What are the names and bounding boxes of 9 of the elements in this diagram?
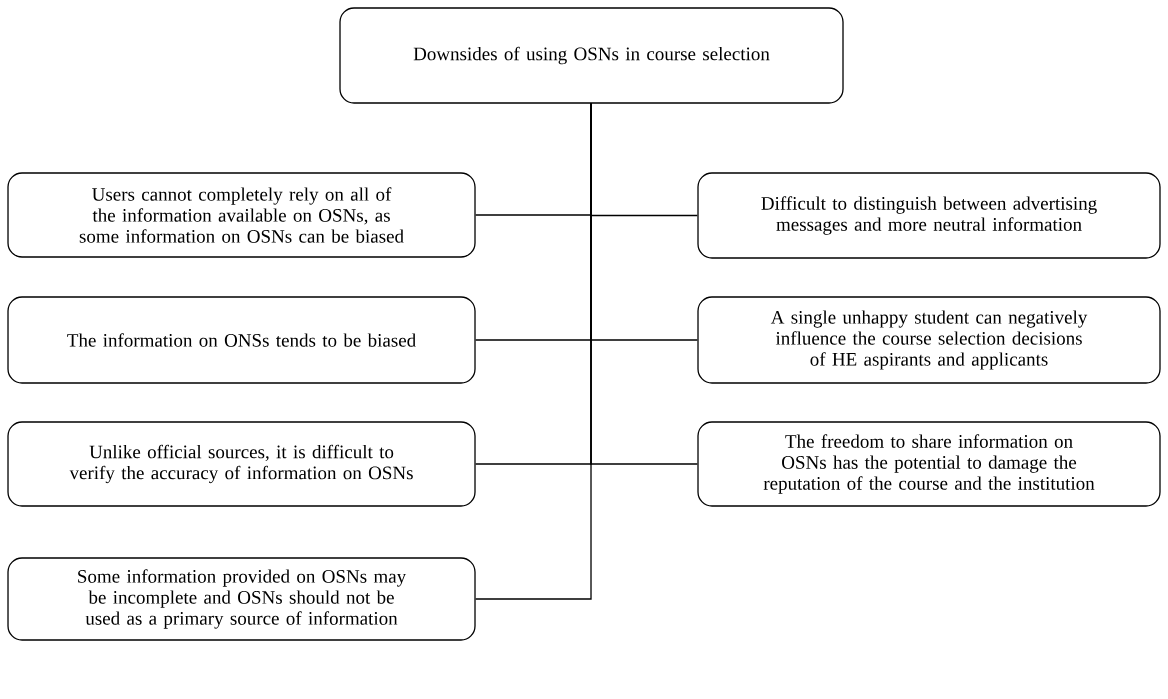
- text-box: The information on ONSs tends to be biased: [7, 296, 476, 384]
- text-box: The freedom to share information on OSNs has the potential to damage the reputation of the course and the institution: [697, 421, 1161, 507]
- text-box: Difficult to distinguish between advertising messages and more neutral information: [697, 172, 1161, 259]
- connector-line: [590, 102, 698, 465]
- text-box: Downsides of using OSNs in course selection: [339, 7, 844, 104]
- text-box: Unlike official sources, it is difficult to verify the accuracy of information on OSNs: [7, 421, 476, 507]
- text-box: Some information provided on OSNs may be incomplete and OSNs should not be used as a primary source of information: [7, 557, 476, 641]
- text-box: Users cannot completely rely on all of the information available on OSNs, as some information on OSNs can be biased: [7, 172, 476, 258]
- text-box: A single unhappy student can negatively influence the course selection decisions of HE aspirants and applicants: [697, 296, 1161, 384]
